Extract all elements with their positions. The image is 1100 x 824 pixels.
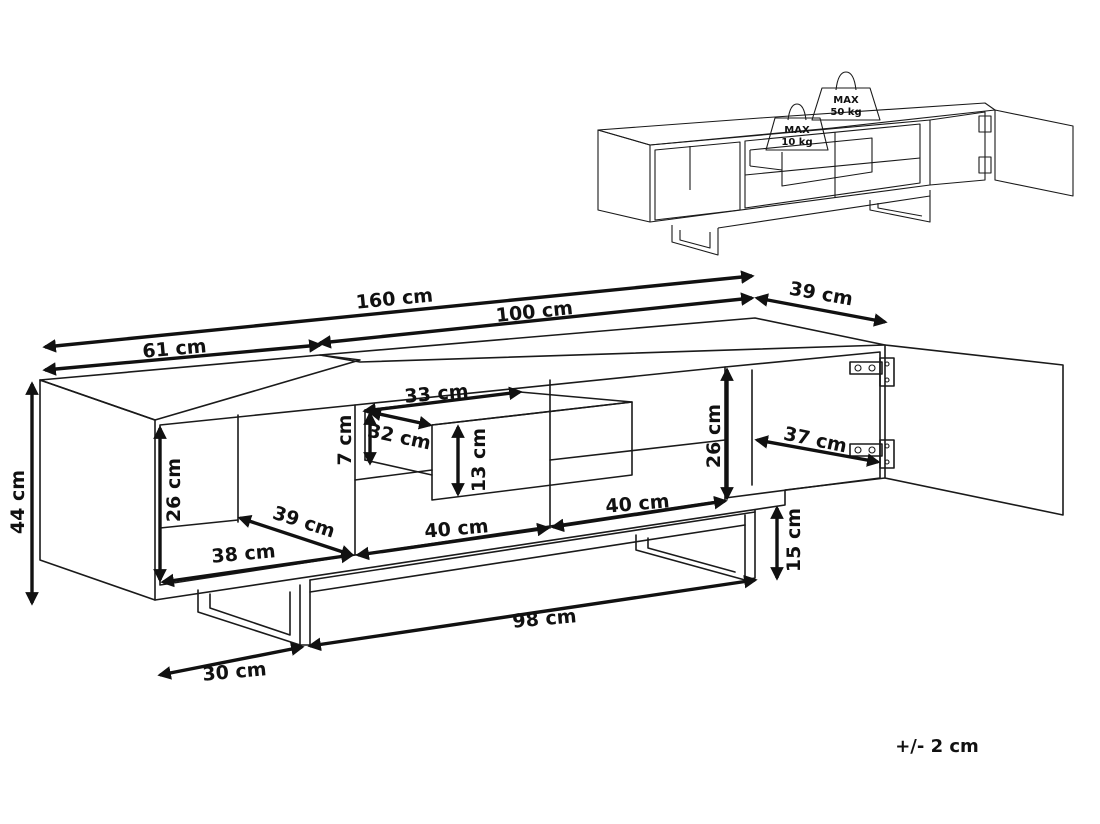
middle-shelf-right [549,439,726,461]
left-back-bottom [159,519,239,529]
dim-61 [42,339,323,376]
right-top-surface [319,317,886,363]
dim-38 [160,549,355,588]
preview-front-outline [597,129,651,223]
hinge-bottom-icon [849,439,895,469]
label-33: 33 cm [404,380,470,408]
open-door [884,344,1064,516]
preview-body-front [649,119,931,223]
label-38: 38 cm [211,540,277,568]
tolerance-note: +/- 2 cm [895,736,979,757]
preview-hinge-bottom [978,156,992,174]
label-15: 15 cm [783,508,805,572]
label-26-left: 26 cm [163,458,185,522]
weight-top-value: 50 kg [830,107,861,118]
weight-body-icon [765,117,829,151]
preview-hinge-top [978,115,992,133]
preview-drawer-bottom [749,165,783,171]
dim-40-left [355,522,551,561]
weight-top-max: MAX [833,95,859,106]
dim-30 [157,642,305,680]
weight-50kg: MAX 50 kg [811,71,881,121]
preview-base-rail [717,195,931,229]
preview-right-compartment [929,111,986,186]
weight-drawer-value: 10 kg [781,137,812,148]
label-61: 61 cm [142,335,208,363]
hinge-top-icon [849,357,895,387]
weight-body-icon [811,87,881,121]
preview-door [994,109,1074,197]
dim-39-top [754,293,888,327]
label-44: 44 cm [7,470,29,534]
right-compartment [724,351,881,499]
dim-37 [754,435,881,467]
preview-drawer [749,137,873,187]
left-end-panel [39,379,156,601]
dimension-lines [25,270,888,680]
label-13: 13 cm [468,428,490,492]
weight-drawer-max: MAX [784,125,810,136]
label-37: 37 cm [782,423,849,458]
middle-shelf-left [354,469,433,481]
preview-compartment-left [654,141,741,221]
drawer-bottom [364,459,433,476]
preview-middle-compartment [744,123,921,209]
dim-100 [317,292,755,349]
weight-handle-icon [787,103,807,121]
label-30: 30 cm [202,658,268,686]
label-98: 98 cm [512,605,578,633]
weight-10kg: MAX 10 kg [765,103,829,151]
label-40-right: 40 cm [605,490,671,518]
label-7: 7 cm [334,415,356,466]
dim-40-right [550,495,728,533]
small-preview-view: MAX 50 kg MAX 10 kg [597,71,1074,256]
label-39-inner: 39 cm [270,502,338,543]
preview-base-frame [671,190,931,256]
preview-shelf-line [744,157,921,176]
dim-98 [307,574,758,652]
dim-32 [367,407,433,430]
drawer-front [431,401,633,501]
main-view [39,317,1064,646]
dim-39-inner [237,514,355,559]
weight-handle-icon [835,71,857,91]
label-26-right: 26 cm [703,404,725,468]
